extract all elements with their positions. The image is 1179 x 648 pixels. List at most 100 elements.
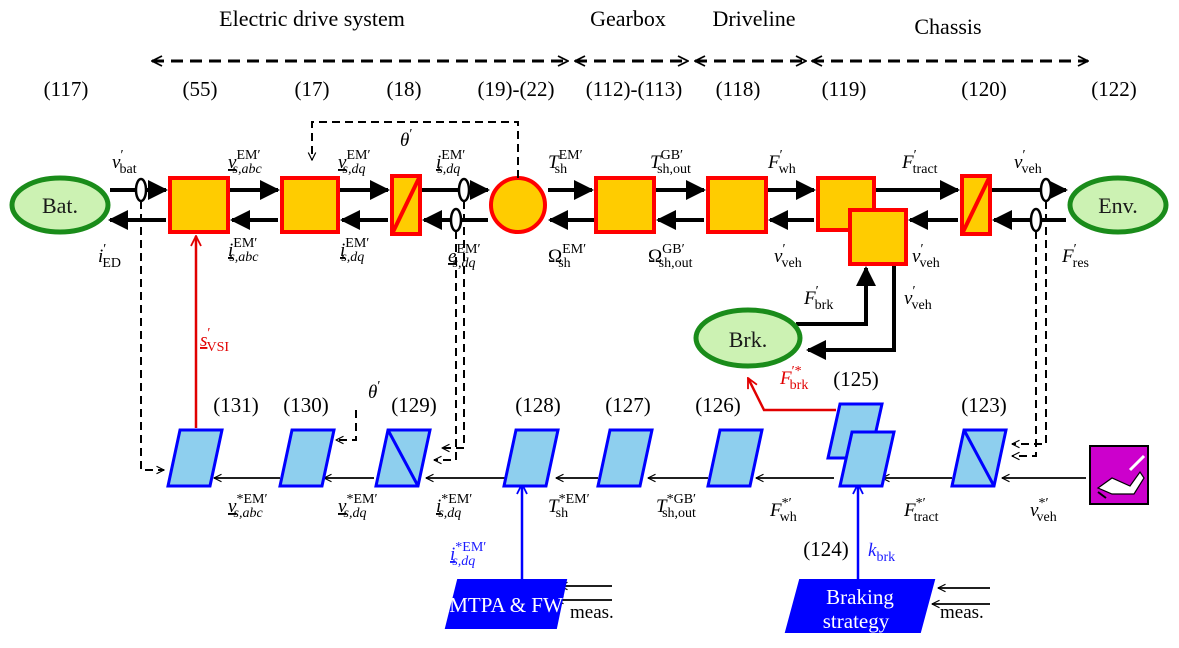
eq-ref: (55) [183,77,218,101]
var-label: iEM′s,dq [436,148,465,177]
sensor-icon [449,207,463,233]
var-label: F′tract [901,148,938,177]
battery-source [9,175,111,235]
section-headers: Electric drive system Gearbox Driveline … [219,6,981,39]
sensor-icon [134,177,148,203]
var-label: iEM′s,abc [228,236,259,265]
eq-ref: (131) [213,393,259,417]
edq-measurement-line [434,231,457,460]
eq-ref: (120) [961,77,1007,101]
meas-label: meas. [570,602,614,623]
var-label: θ′ [400,127,412,151]
section-label-gearbox: Gearbox [590,6,666,31]
colored-signals [196,236,858,580]
meas-label: meas. [940,602,984,623]
eq-ref: (119) [822,77,867,101]
eq-ref: (126) [695,393,741,417]
block-driveline [706,176,768,234]
block-chassis-diagonal [960,175,992,235]
ctrl-block-126 [706,428,764,488]
battery-label: Bat. [42,193,78,218]
ied-measurement-line [140,201,164,470]
eq-ref: (124) [803,537,849,561]
control-chain-arrows [214,478,1086,604]
eq-ref: (17) [295,77,330,101]
section-label-chassis: Chassis [914,14,981,39]
lower-variable-labels: i′ED iEM′s,abc iEM′s,dq eEM′s,dq ΩEM′sh … [98,236,1089,313]
block-brake-coupling [848,208,908,266]
var-label: ΩEM′sh [548,242,586,271]
control-variable-labels: s′VSI θ′ F′*brk v*EM′s,abc v*EM′s,dq i*E… [200,326,1057,569]
var-label: v′veh [1014,148,1042,177]
eq-ref: (123) [961,393,1007,417]
ctrl-block-130 [278,428,336,488]
eq-ref: (18) [387,77,422,101]
vveh-measurement-line [1012,201,1047,444]
var-label: ΩGB′sh,out [648,242,693,271]
block-wheel [816,176,876,232]
eq-ref: (112)-(113) [586,77,682,101]
eq-ref: (130) [283,393,329,417]
ctrl-block-123-diagonal [962,429,996,487]
measurement-lines [140,121,1047,470]
section-label-driveline: Driveline [712,6,795,31]
equation-refs-top: (117) (55) (17) (18) (19)-(22) (112)-(11… [44,77,1137,101]
var-label: i*EM′s,dq [436,492,472,521]
eq-ref: (128) [515,393,561,417]
var-label: vEM′s,abc [228,148,262,177]
block-em-conversion [489,176,547,234]
sources: Bat. Env. Brk. [9,175,1169,369]
var-label-isdq-ref: i*EM′s,dq [450,540,486,569]
environment-label: Env. [1098,193,1138,218]
var-label: F*′wh [769,496,797,525]
var-label: F*′tract [903,496,939,525]
var-label: TEM′sh [548,148,583,177]
flow-arrow-fbrk [796,266,876,326]
sensors [134,177,1053,233]
ctrl-block-128 [502,428,560,488]
block-park-transform [280,176,340,234]
fbrk-ref-signal [746,378,836,412]
upper-variable-labels: v′bat vEM′s,abc vEM′s,dq θ′ iEM′s,dq TEM… [112,127,1042,177]
var-label-fbrk-ref: F′*brk [779,364,808,393]
var-label: eEM′s,dq [448,242,481,271]
fres-measurement-line [1012,231,1037,456]
isdq-measurement-line [442,201,465,448]
braking-strategy-block [784,579,936,633]
section-label-electric-drive: Electric drive system [219,6,405,31]
braking-label-line1: Braking [826,585,894,609]
var-label: T*GB′sh,out [656,492,696,521]
var-label: v′bat [112,148,137,177]
var-label: F′brk [803,284,833,313]
var-label: i′ED [98,242,121,271]
var-label: F′wh [767,148,796,177]
conversion-blocks [168,174,992,266]
eq-ref: (118) [716,77,761,101]
brake-label: Brk. [729,327,768,352]
var-label-svsi: s′VSI [200,326,229,355]
ctrl-block-127 [596,428,654,488]
eq-ref: (117) [44,77,89,101]
var-label: v′veh [774,242,802,271]
ctrl-block-129-diagonal [386,429,420,487]
var-label: T*EM′sh [548,492,590,521]
var-label: v*EM′s,dq [338,492,378,521]
var-label: F′res [1061,242,1089,271]
sensor-icon [1029,207,1043,233]
eq-ref: (122) [1091,77,1137,101]
theta-ctrl-line [336,410,357,440]
var-label: θ′ [368,379,380,403]
var-label: v′veh [904,284,932,313]
strategy-blocks: MTPA & FW meas. Braking strategy meas. [444,579,984,633]
block-gearbox [594,176,656,234]
eq-ref: (127) [605,393,651,417]
mtpa-fw-label: MTPA & FW [449,593,563,617]
ctrl-block-131 [166,428,224,488]
ctrl-block-124 [838,430,896,488]
equation-refs-bottom: (131) (130) (129) (128) (127) (126) (125… [213,367,1007,561]
sensor-icon [1039,177,1053,203]
eq-ref: (129) [391,393,437,417]
var-label: iEM′s,dq [340,236,369,265]
theta-feedback-line [312,121,519,178]
